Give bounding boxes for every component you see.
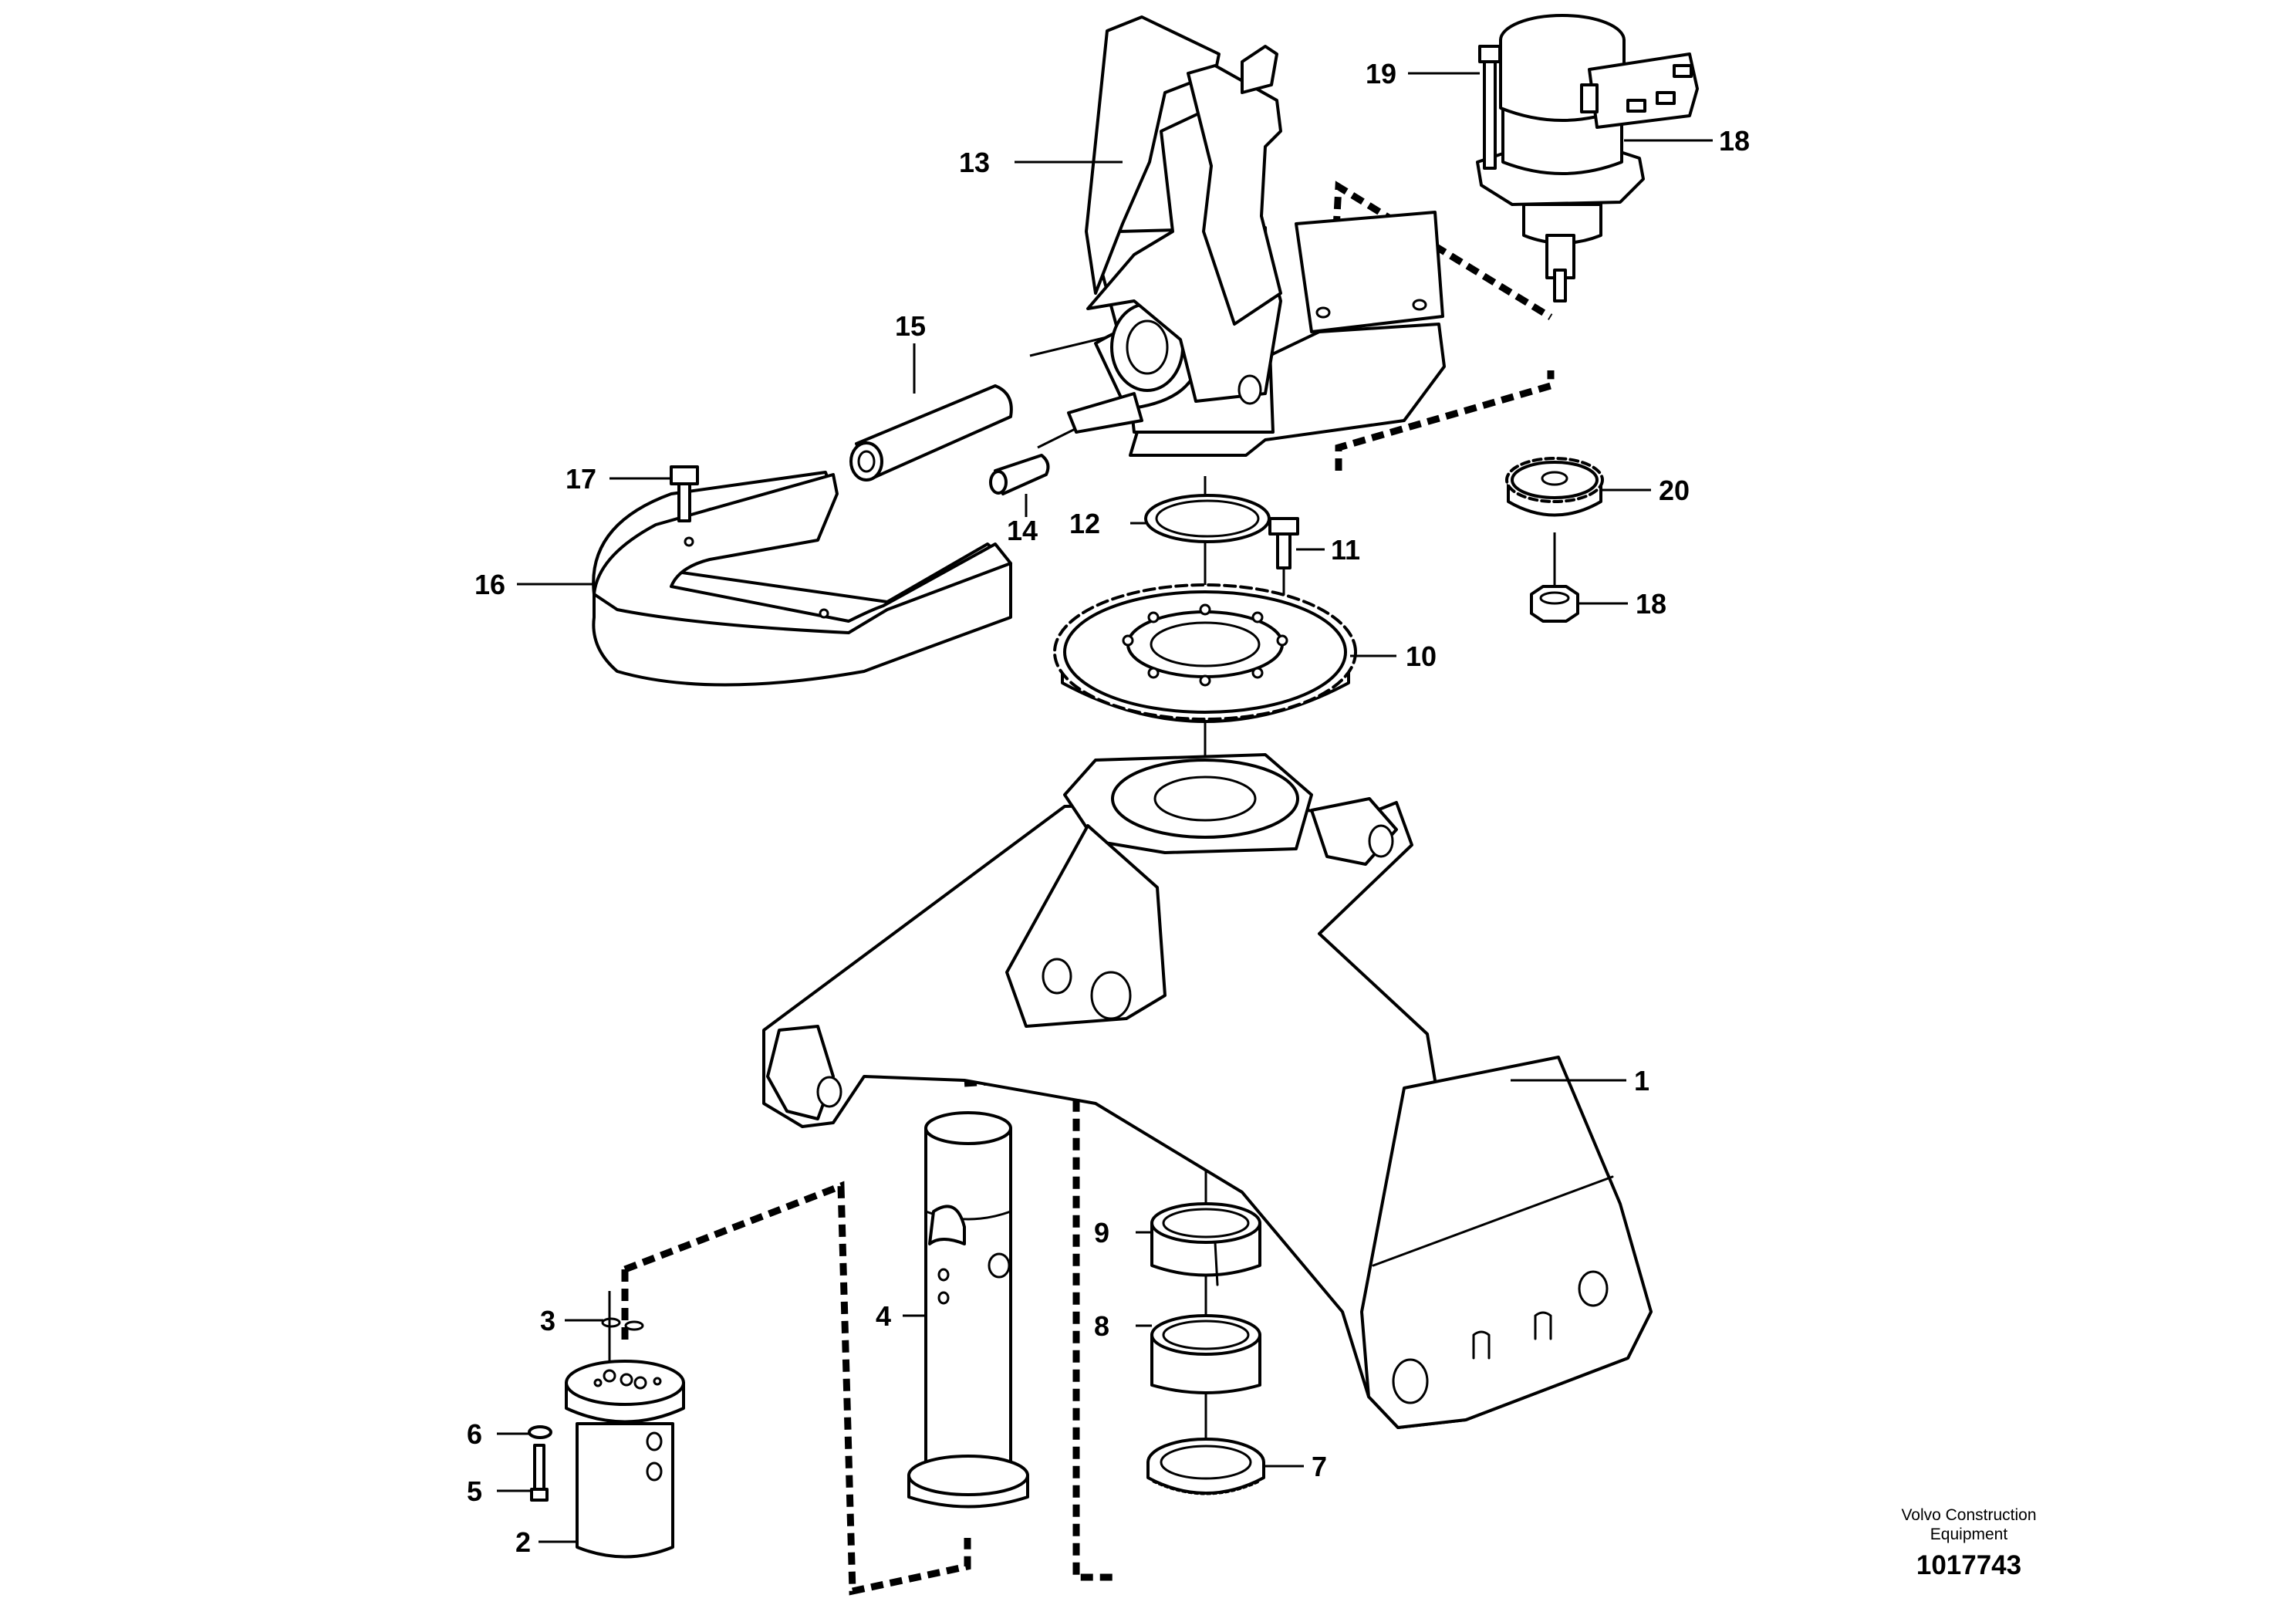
callout-15: 15 (895, 310, 926, 342)
callout-9: 9 (1094, 1217, 1109, 1249)
callout-8: 8 (1094, 1310, 1109, 1342)
callout-13: 13 (959, 147, 990, 178)
callout-5: 5 (467, 1475, 482, 1507)
part-2-swivel (565, 1360, 685, 1559)
part-5-screw (530, 1444, 549, 1502)
dashed-connection-lines (621, 181, 1555, 1596)
callout-7: 7 (1312, 1451, 1327, 1482)
callout-14: 14 (1007, 515, 1038, 546)
credit-line-2: Equipment (1930, 1526, 2008, 1543)
footer: Volvo Construction Equipment 1017743 (1901, 1506, 2036, 1580)
part-15-pin (849, 384, 1013, 482)
part-9-split-bushing (1150, 1202, 1261, 1286)
part-18-motor (1476, 14, 1699, 302)
leader-lines (497, 72, 1713, 1543)
part-10-gear-ring (1053, 583, 1357, 723)
part-19-bolt (1478, 45, 1501, 170)
callout-19: 19 (1366, 58, 1396, 90)
part-18-nut (1530, 585, 1579, 623)
part-20-pinion (1505, 457, 1604, 517)
callout-12: 12 (1069, 508, 1100, 539)
part-14-small-pin (989, 454, 1050, 495)
part-4-pin (907, 1111, 1029, 1509)
part-13-cradle (1067, 15, 1446, 457)
part-16-guard (592, 471, 1012, 687)
drawing-number: 1017743 (1916, 1550, 2021, 1580)
callout-6: 6 (467, 1418, 482, 1450)
callout-10: 10 (1406, 640, 1437, 672)
callout-2: 2 (515, 1526, 531, 1558)
callout-16: 16 (474, 569, 505, 600)
callout-11: 11 (1331, 534, 1360, 566)
callout-18-motor: 18 (1719, 125, 1750, 157)
callout-numbers: 1 2 3 4 5 6 7 8 9 10 11 12 13 14 15 16 1… (467, 58, 1750, 1558)
part-3-o-rings (601, 1317, 644, 1331)
callout-1: 1 (1634, 1065, 1649, 1097)
callout-17: 17 (566, 463, 596, 495)
callout-18-nut: 18 (1636, 588, 1666, 620)
credit-line-1: Volvo Construction (1901, 1506, 2036, 1524)
part-11-bolt (1268, 517, 1299, 569)
main-frame (762, 753, 1653, 1429)
callout-4: 4 (876, 1300, 891, 1332)
part-6-washer (528, 1425, 552, 1439)
part-8-bushing (1150, 1314, 1261, 1394)
part-7-bearing (1146, 1438, 1265, 1495)
part-12-seal-ring (1144, 494, 1271, 543)
callout-3: 3 (540, 1305, 555, 1336)
callout-20: 20 (1659, 475, 1690, 506)
